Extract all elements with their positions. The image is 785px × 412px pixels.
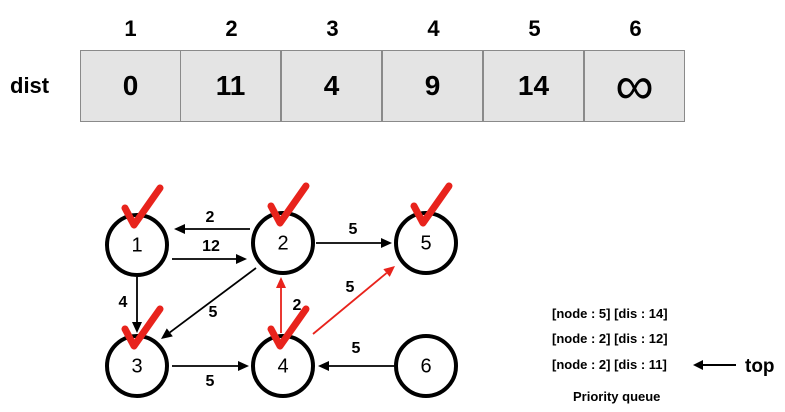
node-label: 3 <box>131 355 142 377</box>
dist-cell-3: 4 <box>281 50 382 122</box>
edge-arrow-1-to-2 <box>172 254 247 264</box>
dist-cell-5: 14 <box>483 50 584 122</box>
node-label: 2 <box>277 232 288 254</box>
edge-arrow-2-to-3 <box>161 267 257 339</box>
priority-queue-item: [node : 5] [dis : 14] <box>552 306 668 321</box>
dist-index-4: 4 <box>427 16 440 41</box>
priority-queue-item: [node : 2] [dis : 11] <box>552 357 667 372</box>
node-label: 6 <box>420 355 431 377</box>
priority-queue-item: [node : 2] [dis : 12] <box>552 331 668 346</box>
edge-weight-label: 5 <box>352 340 361 357</box>
dist-cell-4: 9 <box>382 50 483 122</box>
edge-weight-label: 5 <box>346 279 355 296</box>
visited-check-icon <box>121 184 164 229</box>
dist-cell-2: 11 <box>180 50 281 122</box>
edge-weight-label: 12 <box>202 238 220 255</box>
dist-cell-6: ∞ <box>584 50 685 122</box>
dist-index-2: 2 <box>225 16 238 41</box>
edge-weight-label: 2 <box>293 297 302 314</box>
edge-arrow-3-to-4 <box>172 361 249 371</box>
dist-index-3: 3 <box>326 16 339 41</box>
node-label: 1 <box>131 234 142 256</box>
edge-arrow-4-to-2 <box>276 277 286 333</box>
top-label: top <box>745 356 775 377</box>
top-pointer-arrow-icon <box>693 360 736 370</box>
visited-check-icon <box>410 182 453 227</box>
node-label: 4 <box>277 355 288 377</box>
edge-arrow-6-to-4 <box>318 361 394 371</box>
edge-arrow-2-to-5 <box>316 238 392 248</box>
edge-arrow-1-to-3 <box>132 277 142 333</box>
node-label: 5 <box>420 232 431 254</box>
edge-arrow-2-to-1 <box>174 224 250 234</box>
visited-check-icon <box>267 305 310 350</box>
edge-weight-label: 5 <box>206 373 215 390</box>
edge-weight-label: 5 <box>349 221 358 238</box>
graph-node-3: 3 <box>105 334 169 398</box>
dist-index-1: 1 <box>124 16 137 41</box>
visited-check-icon <box>267 182 310 227</box>
dist-index-6: 6 <box>629 16 642 41</box>
visited-check-icon <box>121 305 164 350</box>
dist-index-5: 5 <box>528 16 541 41</box>
edge-weight-label: 5 <box>209 304 218 321</box>
edge-arrow-4-to-5 <box>312 266 395 335</box>
edge-weight-label: 2 <box>206 209 215 226</box>
dist-row-label: dist <box>10 73 50 98</box>
graph-node-6: 6 <box>394 334 458 398</box>
edge-weight-label: 4 <box>119 294 128 311</box>
priority-queue-caption: Priority queue <box>573 389 661 404</box>
